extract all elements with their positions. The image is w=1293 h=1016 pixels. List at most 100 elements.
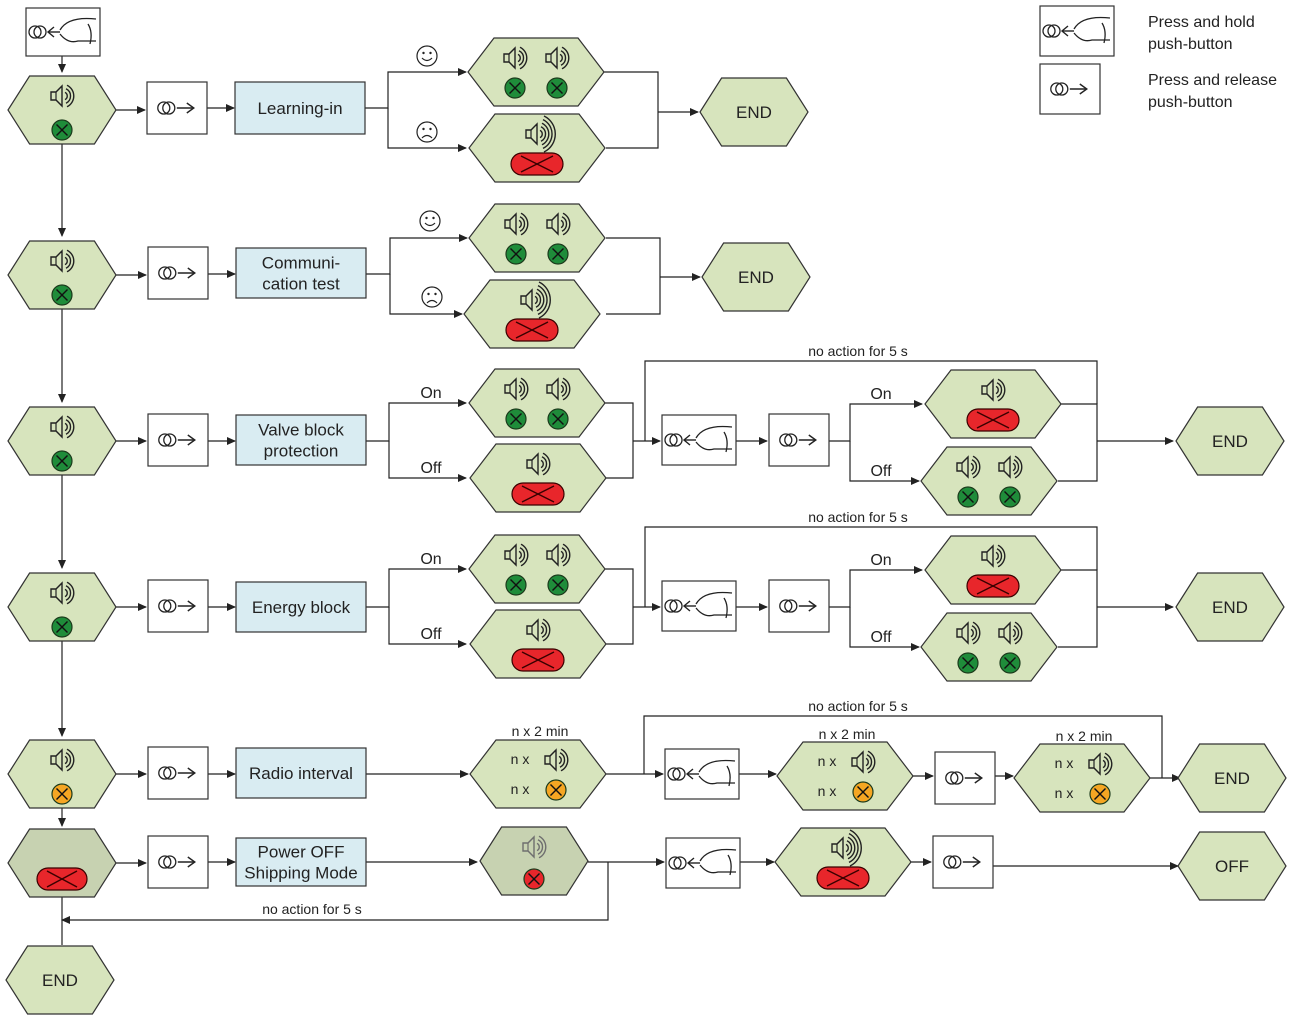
flow-arrow: [366, 399, 467, 442]
press-hold-button-icon: [1039, 5, 1115, 57]
end-hexagon: [1175, 572, 1285, 642]
no-action-label: no action for 5 s: [808, 343, 908, 359]
red-led-hexagon: [774, 827, 912, 897]
speaker-icon: [50, 748, 75, 772]
press-hold-button-icon: [661, 414, 737, 466]
press-release-button-icon: [934, 751, 996, 805]
red-led-bar-icon: [511, 648, 565, 672]
speaker-icon: [998, 621, 1023, 645]
orange-led-icon: [51, 783, 73, 805]
no-action-label: no action for 5 s: [808, 509, 908, 525]
mode-state-hexagon: [7, 739, 117, 809]
press-release-button-icon: [147, 579, 209, 633]
n-x-2-min-label: n x 2 min: [819, 726, 876, 742]
mode-state-hexagon: [7, 406, 117, 476]
n-x-label: n x: [511, 781, 530, 797]
double-green-hexagon: [467, 37, 605, 107]
double-green-hexagon: [920, 612, 1058, 682]
no-action-label: no action for 5 s: [808, 698, 908, 714]
speaker-icon: [520, 281, 551, 319]
press-release-button-icon: [1039, 63, 1101, 115]
flow-arrow: [388, 607, 467, 648]
function-label: Energy block: [252, 598, 351, 617]
orange-led-icon: [852, 781, 874, 803]
press-hold-button-icon: [665, 837, 741, 889]
flow-line: [1058, 569, 1098, 648]
double-green-hexagon: [468, 534, 606, 604]
end-label: END: [1212, 598, 1248, 617]
function-label: Shipping Mode: [244, 864, 357, 883]
mode-state-hexagon: [7, 75, 117, 145]
press-hold-button-icon: [25, 7, 101, 57]
connector-lines: [58, 56, 1181, 945]
press-release-button-icon: [932, 835, 994, 889]
shipping-state-hexagon: [7, 828, 117, 898]
end-hexagon: [701, 242, 811, 312]
red-led-hexagon: [924, 369, 1062, 439]
flow-line: [643, 715, 1163, 778]
flow-arrow: [388, 441, 467, 482]
radio-interval-hexagon: [776, 741, 914, 811]
legend-press-release-label: Press and release: [1148, 72, 1277, 89]
flow-arrow: [61, 862, 609, 924]
green-led-icon: [505, 574, 527, 596]
no-action-label: no action for 5 s: [262, 901, 362, 917]
off-label: Off: [420, 460, 442, 477]
flow-line: [604, 402, 634, 479]
green-led-icon: [51, 119, 73, 141]
green-led-icon: [504, 77, 526, 99]
function-label: Communi-: [262, 254, 340, 273]
off-hexagon: [1177, 831, 1287, 901]
smiley-sad-icon: [416, 121, 438, 143]
radio-interval-hexagon: [1013, 743, 1151, 813]
legend-press-hold-label: push-button: [1148, 36, 1233, 53]
mode-state-hexagon: [7, 240, 117, 310]
flow-arrow: [365, 68, 467, 109]
n-x-label: n x: [818, 783, 837, 799]
end-hexagon: [699, 77, 809, 147]
legend-press-hold-label: Press and hold: [1148, 14, 1255, 31]
flow-arrow: [389, 274, 463, 318]
function-box: [235, 747, 367, 799]
flow-line: [606, 237, 661, 315]
flow-line: [644, 360, 1098, 441]
off-label: Off: [870, 629, 892, 646]
function-label: Learning-in: [257, 99, 342, 118]
red-led-bar-icon: [966, 574, 1020, 598]
green-led-icon: [999, 486, 1021, 508]
green-led-icon: [547, 574, 569, 596]
off-label: Off: [870, 463, 892, 480]
speaker-icon: [546, 212, 571, 236]
function-label: protection: [264, 442, 339, 461]
flow-arrow: [849, 441, 920, 485]
red-led-hexagon: [468, 113, 606, 183]
press-hold-button-icon: [661, 580, 737, 632]
green-led-icon: [957, 652, 979, 674]
press-release-button-icon: [146, 81, 208, 135]
green-led-icon: [51, 616, 73, 638]
speaker-icon: [50, 249, 75, 273]
speaker-icon: [50, 415, 75, 439]
off-label: Off: [420, 626, 442, 643]
press-release-button-icon: [147, 746, 209, 800]
off-label: OFF: [1215, 857, 1249, 876]
flow-arrow: [849, 607, 920, 651]
n-x-label: n x: [511, 751, 530, 767]
n-x-label: n x: [818, 753, 837, 769]
green-led-icon: [957, 486, 979, 508]
speaker-icon: [831, 829, 862, 867]
double-green-hexagon: [920, 446, 1058, 516]
press-release-button-icon: [147, 835, 209, 889]
flow-line: [1058, 403, 1098, 482]
speaker-icon: [525, 115, 556, 153]
flow-arrow: [829, 400, 923, 442]
green-led-icon: [999, 652, 1021, 674]
on-label: On: [870, 552, 891, 569]
speaker-icon: [526, 618, 551, 642]
red-led-bar-icon: [36, 867, 88, 891]
green-led-icon: [51, 284, 73, 306]
on-label: On: [420, 385, 441, 402]
red-led-bar-icon: [505, 318, 559, 342]
speaker-icon: [50, 581, 75, 605]
